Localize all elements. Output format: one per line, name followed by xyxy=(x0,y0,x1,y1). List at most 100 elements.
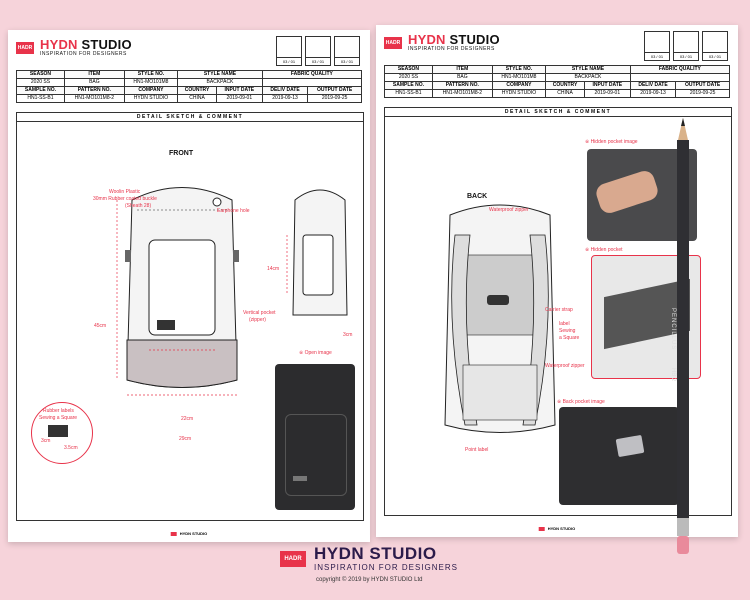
pencil-brand: PENCILLUS xyxy=(670,308,676,351)
footer-hydn: HYDN xyxy=(179,531,192,536)
back-pocket-photo xyxy=(559,407,679,505)
view-title: BACK xyxy=(467,193,488,200)
logo-title: HYDN STUDIO xyxy=(408,33,500,46)
info-cell: 2019-09-25 xyxy=(675,89,730,98)
info-header: PATTERN NO. xyxy=(431,81,493,90)
info-header: FABRIC QUALITY xyxy=(629,65,731,74)
info-cell: BAG xyxy=(63,78,125,87)
sheet-logo: HADR HYDN STUDIO INSPIRATION FOR DESIGNE… xyxy=(16,38,132,57)
page-box: 03 / 01 xyxy=(334,36,360,66)
annotation-vertical-pocket: Vertical pocket xyxy=(243,310,276,316)
logo-hydn: HYDN xyxy=(40,37,78,52)
info-cell: 2019-09-01 xyxy=(583,89,631,98)
info-header: SAMPLE NO. xyxy=(384,81,433,90)
tech-sheet-front: HADR HYDN STUDIO INSPIRATION FOR DESIGNE… xyxy=(8,30,370,542)
info-table: SEASON ITEM STYLE NO. STYLE NAME FABRIC … xyxy=(384,65,731,98)
info-cell: HN1-MO101M8-2 xyxy=(63,94,125,103)
logo-hydn: HYDN xyxy=(408,32,446,47)
info-cell xyxy=(261,78,363,87)
logo-title: HYDN STUDIO xyxy=(40,38,132,51)
footer-hydn: HYDN xyxy=(547,526,560,531)
page-box-label: 03 / 01 xyxy=(335,57,359,65)
annotation-label: label xyxy=(559,321,570,327)
open-image-photo xyxy=(275,364,355,510)
info-header: INPUT DATE xyxy=(215,86,263,95)
info-header: STYLE NAME xyxy=(177,70,263,79)
info-cell: 2019-09-01 xyxy=(215,94,263,103)
annotation-carrier-strap: Carrier strap xyxy=(545,307,573,313)
annotation-rubber-label: Rubber labels xyxy=(43,408,74,414)
info-cell: HN1-MO101M8 xyxy=(123,78,179,87)
annotation-buckle: Woolin Plastic xyxy=(109,189,141,195)
annotation-height: 45cm xyxy=(94,323,107,329)
info-header: COMPANY xyxy=(123,86,179,95)
page-box: 03 / 01 xyxy=(702,31,728,61)
page-box-label: 03 / 01 xyxy=(645,52,669,60)
annotation-open-image: ※ Open image xyxy=(299,350,332,356)
page-box: 03 / 01 xyxy=(276,36,302,66)
info-cell: BAG xyxy=(431,73,493,82)
info-header: PATTERN NO. xyxy=(63,86,125,95)
page-box: 03 / 01 xyxy=(673,31,699,61)
sheet-footer-logo: HYDN STUDIO xyxy=(538,526,576,531)
info-header: SAMPLE NO. xyxy=(16,86,65,95)
detail-title: DETAIL SKETCH & COMMENT xyxy=(384,107,732,117)
sketch-frame: BACK Waterproof zipper ※ Hidden pocket i… xyxy=(384,115,732,516)
info-header: ITEM xyxy=(431,65,493,74)
info-header: DELIV DATE xyxy=(261,86,309,95)
info-cell: 2019-09-13 xyxy=(629,89,677,98)
bottom-logo-tagline: INSPIRATION FOR DESIGNERS xyxy=(314,563,458,572)
annotation-square: a Square xyxy=(559,335,580,341)
info-header: SEASON xyxy=(384,65,433,74)
footer-studio: STUDIO xyxy=(192,531,208,536)
annotation-sewing: Sewing xyxy=(559,328,576,334)
info-header: COUNTRY xyxy=(545,81,585,90)
annotation-waterproof-zipper-top: Waterproof zipper xyxy=(489,207,529,213)
footer-logo-mark xyxy=(170,531,177,536)
info-cell: BACKPACK xyxy=(545,73,631,82)
info-header: STYLE NO. xyxy=(491,65,547,74)
annotation-back-pocket-image: ※ Back pocket image xyxy=(557,399,605,405)
page-box-label: 03 / 01 xyxy=(703,52,727,60)
info-header: OUTPUT DATE xyxy=(307,86,362,95)
pencil: PENCILLUS HB 2 xyxy=(670,118,694,558)
info-header: STYLE NAME xyxy=(545,65,631,74)
info-header: COUNTRY xyxy=(177,86,217,95)
info-header: ITEM xyxy=(63,70,125,79)
annotation-rubber-label-2: Sewing a Square xyxy=(39,415,78,421)
info-cell: CHINA xyxy=(545,89,585,98)
info-cell: 2020 SS xyxy=(16,78,65,87)
annotation-bottom-dim: 3cm xyxy=(343,332,353,338)
info-cell: CHINA xyxy=(177,94,217,103)
info-cell xyxy=(629,73,731,82)
info-cell: 2019-09-25 xyxy=(307,94,362,103)
info-header: SEASON xyxy=(16,70,65,79)
pencil-grade: HB 2 xyxy=(670,368,676,382)
logo-badge: HADR xyxy=(384,36,402,49)
footer-studio: STUDIO xyxy=(560,526,576,531)
pencil-drawing xyxy=(677,118,689,554)
view-title: FRONT xyxy=(169,150,194,157)
annotation-point-label: Point label xyxy=(465,447,489,453)
annotation-vertical-pocket-2: (zipper) xyxy=(249,317,266,323)
bottom-hydn: HYDN xyxy=(314,544,365,563)
logo-tagline: INSPIRATION FOR DESIGNERS xyxy=(40,51,127,57)
info-cell: 2020 SS xyxy=(384,73,433,82)
backpack-back-sketch xyxy=(444,204,556,433)
footer-logo-mark xyxy=(538,526,545,531)
footer-logo-text: HYDN STUDIO xyxy=(180,531,208,536)
annotation-buckle-2: 30mm Rubber coated buckle xyxy=(93,196,157,202)
backpack-side-sketch xyxy=(286,189,348,316)
annotation-dim-3: 3cm xyxy=(41,438,51,444)
sheet-logo: HADR HYDN STUDIO INSPIRATION FOR DESIGNE… xyxy=(384,33,500,52)
annotation-dim-29: 29cm xyxy=(179,436,192,442)
page-box-label: 03 / 01 xyxy=(674,52,698,60)
rubber-label-callout xyxy=(31,402,93,464)
info-cell: HN1-MO101M8 xyxy=(491,73,547,82)
info-header: FABRIC QUALITY xyxy=(261,70,363,79)
annotation-dim-35: 3.5cm xyxy=(64,445,78,451)
logo-badge: HADR xyxy=(16,41,34,54)
bottom-logo-title: HYDN STUDIO xyxy=(314,545,458,563)
annotation-dim-22: 22cm xyxy=(181,416,194,422)
backpack-front-sketch xyxy=(116,187,239,396)
